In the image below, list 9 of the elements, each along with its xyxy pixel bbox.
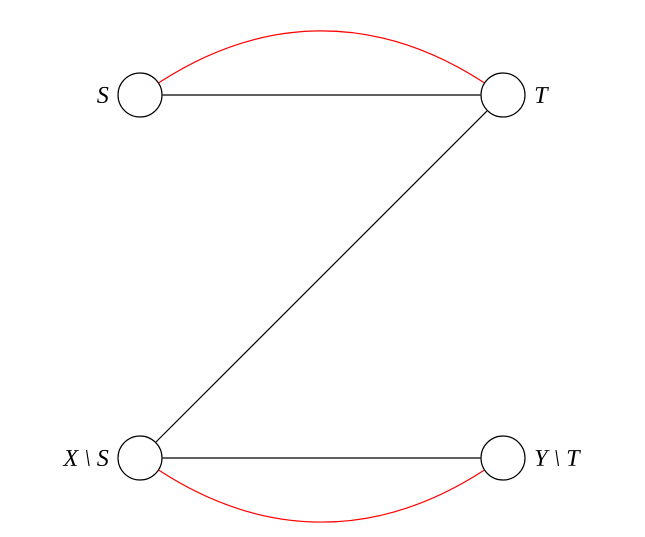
edge-line [158, 470, 484, 523]
edge-line [156, 110, 488, 442]
node-label: Y \ T [536, 450, 581, 466]
edge-line [162, 457, 480, 459]
edge-line [162, 94, 480, 96]
node-label: T [536, 87, 549, 103]
edge-line [158, 30, 484, 84]
node-label: S [97, 86, 108, 104]
node-label: X \ S [62, 450, 108, 466]
